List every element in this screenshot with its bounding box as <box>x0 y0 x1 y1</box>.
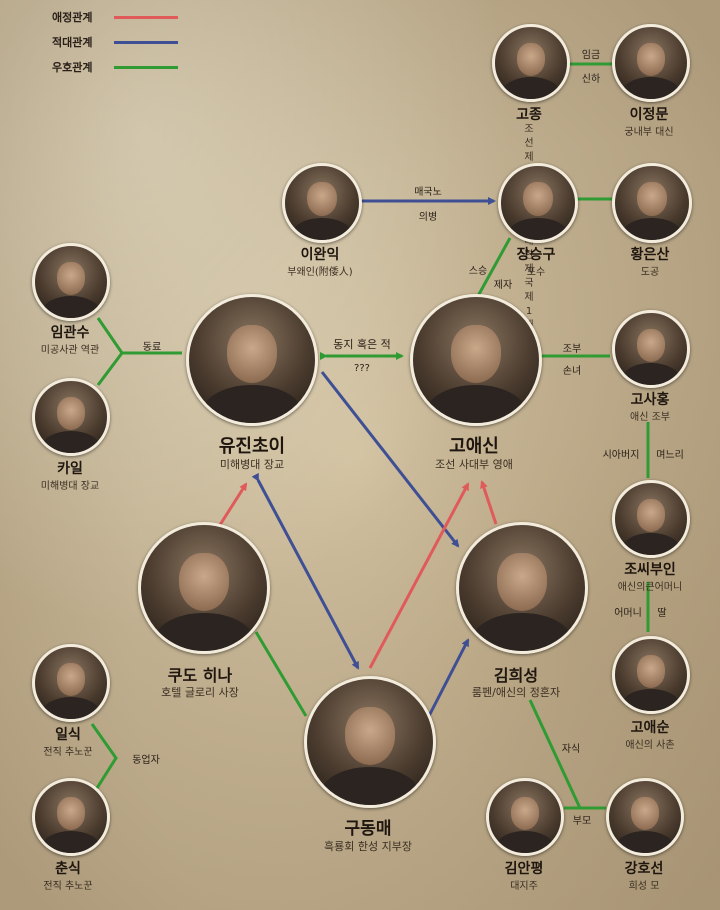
portrait-chunsik <box>32 778 110 856</box>
legend-friendly-label: 우호관계 <box>52 61 93 74</box>
portrait-kanghoseon <box>606 778 684 856</box>
legend-hostile-label: 적대관계 <box>52 36 93 49</box>
role-josibuin: 애신의큰어머니 <box>617 582 683 593</box>
edge-kudohina-eugene <box>216 482 248 529</box>
edge-label-unknown: ??? <box>354 363 370 374</box>
portrait-eugene <box>186 294 318 426</box>
portrait-ilsik <box>32 644 110 722</box>
role-gosaheung: 애신 조부 <box>630 412 670 423</box>
name-iwanik: 이완익 <box>300 247 340 263</box>
portrait-gudongmae <box>304 676 436 808</box>
edge-kimheeseong-goaesin <box>480 480 498 525</box>
role-eugene: 미해병대 장교 <box>219 458 285 471</box>
name-gojong: 고종 <box>516 107 542 123</box>
legend-friendly: 우호관계 <box>52 58 192 78</box>
role-kimheeseong: 룸펜/애신의 정혼자 <box>471 686 561 699</box>
role-ilsik: 전직 추노꾼 <box>43 747 93 758</box>
edge-label-dongji: 동지 혹은 적 <box>333 338 391 351</box>
edge-label-siabeoji: 시아버지 <box>602 450 640 461</box>
edge-label-sonnyeo: 손녀 <box>562 366 582 377</box>
portrait-gojong <box>492 24 570 102</box>
portrait-jangseunggu <box>498 163 578 243</box>
name-imgwansu: 임관수 <box>50 325 90 341</box>
edge-gudongmae-kimheeseong <box>423 638 470 722</box>
portrait-ijeongmun <box>612 24 690 102</box>
edge-label-meoneuri: 며느리 <box>656 450 684 461</box>
edge-label-jasik: 자식 <box>561 744 581 755</box>
portrait-iwanik <box>282 163 362 243</box>
edge-label-sinha: 신하 <box>581 74 601 85</box>
name-kimheeseong: 김희성 <box>493 666 539 685</box>
legend-friendly-line <box>114 66 178 69</box>
role-kudohina: 호텔 글로리 사장 <box>161 686 239 699</box>
edge-jangseunggu-goaesin <box>476 237 512 297</box>
portrait-josibuin <box>612 480 690 558</box>
edge-label-jobu: 조부 <box>562 344 582 355</box>
edge-label-uibyeong: 의병 <box>418 212 438 223</box>
role-chunsik: 전직 추노꾼 <box>43 881 93 892</box>
name-hwangeunsan: 황은산 <box>630 247 670 263</box>
name-gosaheung: 고사홍 <box>630 392 670 408</box>
portrait-gosaheung <box>612 310 690 388</box>
edge-label-maegungno: 매국노 <box>414 187 442 198</box>
edge-kimheeseong-parents <box>528 699 582 809</box>
legend-love: 애정관계 <box>52 8 192 28</box>
name-kail: 카일 <box>57 461 83 477</box>
legend-hostile-line <box>114 41 178 44</box>
name-kimanpyeong: 김안평 <box>504 861 544 877</box>
name-ijeongmun: 이정문 <box>629 107 669 123</box>
edge-label-bumo: 부모 <box>572 816 592 827</box>
edge-ilsik-chunsik <box>90 723 118 797</box>
edge-label-jeja: 제자 <box>493 280 513 291</box>
role-imgwansu: 미공사관 역관 <box>40 345 100 356</box>
edge-eugene-kimheeseong <box>320 371 460 548</box>
edge-imgwansu-eugene <box>96 317 182 355</box>
role-jangseunggu: 포수 <box>526 267 546 278</box>
edge-eugene-gudongmae <box>251 472 360 670</box>
edge-label-seuseung: 스승 <box>468 266 488 277</box>
portrait-kimheeseong <box>456 522 588 654</box>
role-goaesin: 조선 사대부 영애 <box>435 458 513 471</box>
portrait-imgwansu <box>32 243 110 321</box>
role-goaesun: 애신의 사촌 <box>625 740 675 751</box>
name-ilsik: 일식 <box>55 727 81 743</box>
name-josibuin: 조씨부인 <box>624 562 676 578</box>
role-kimanpyeong: 대지주 <box>510 881 538 892</box>
edge-label-dongeopja: 동업자 <box>132 755 160 766</box>
portrait-kudohina <box>138 522 270 654</box>
role-kail: 미해병대 장교 <box>40 481 100 492</box>
name-kudohina: 쿠도 히나 <box>167 666 233 685</box>
role-iwanik: 부왜인(附倭人) <box>287 267 353 278</box>
name-goaesun: 고애순 <box>630 720 670 736</box>
name-kanghoseon: 강호선 <box>624 861 664 877</box>
portrait-kimanpyeong <box>486 778 564 856</box>
role-kanghoseon: 희성 모 <box>628 881 660 892</box>
name-gudongmae: 구동매 <box>344 819 392 839</box>
edge-label-imgeum: 임금 <box>581 50 601 61</box>
name-goaesin: 고애신 <box>449 436 499 457</box>
edge-label-eomeoni: 어머니 <box>614 608 642 619</box>
legend-love-label: 애정관계 <box>52 11 93 24</box>
portrait-goaesin <box>410 294 542 426</box>
edge-label-ttal: 딸 <box>657 608 667 619</box>
legend-love-line <box>114 16 178 19</box>
role-hwangeunsan: 도공 <box>640 267 660 278</box>
name-chunsik: 춘식 <box>55 861 81 877</box>
legend-hostile: 적대관계 <box>52 33 192 53</box>
role-ijeongmun: 궁내부 대신 <box>624 127 674 138</box>
name-eugene: 유진초이 <box>218 436 286 457</box>
edge-label-dongryo: 동료 <box>142 342 162 353</box>
edge-kail-eugene <box>96 352 124 386</box>
portrait-hwangeunsan <box>612 163 692 243</box>
portrait-kail <box>32 378 110 456</box>
name-jangseunggu: 장승구 <box>516 247 556 263</box>
edge-kudohina-gudongmae <box>254 631 308 717</box>
edge-gudongmae-goaesin <box>368 482 470 669</box>
role-gudongmae: 흑룡회 한성 지부장 <box>324 840 412 853</box>
portrait-goaesun <box>612 636 690 714</box>
